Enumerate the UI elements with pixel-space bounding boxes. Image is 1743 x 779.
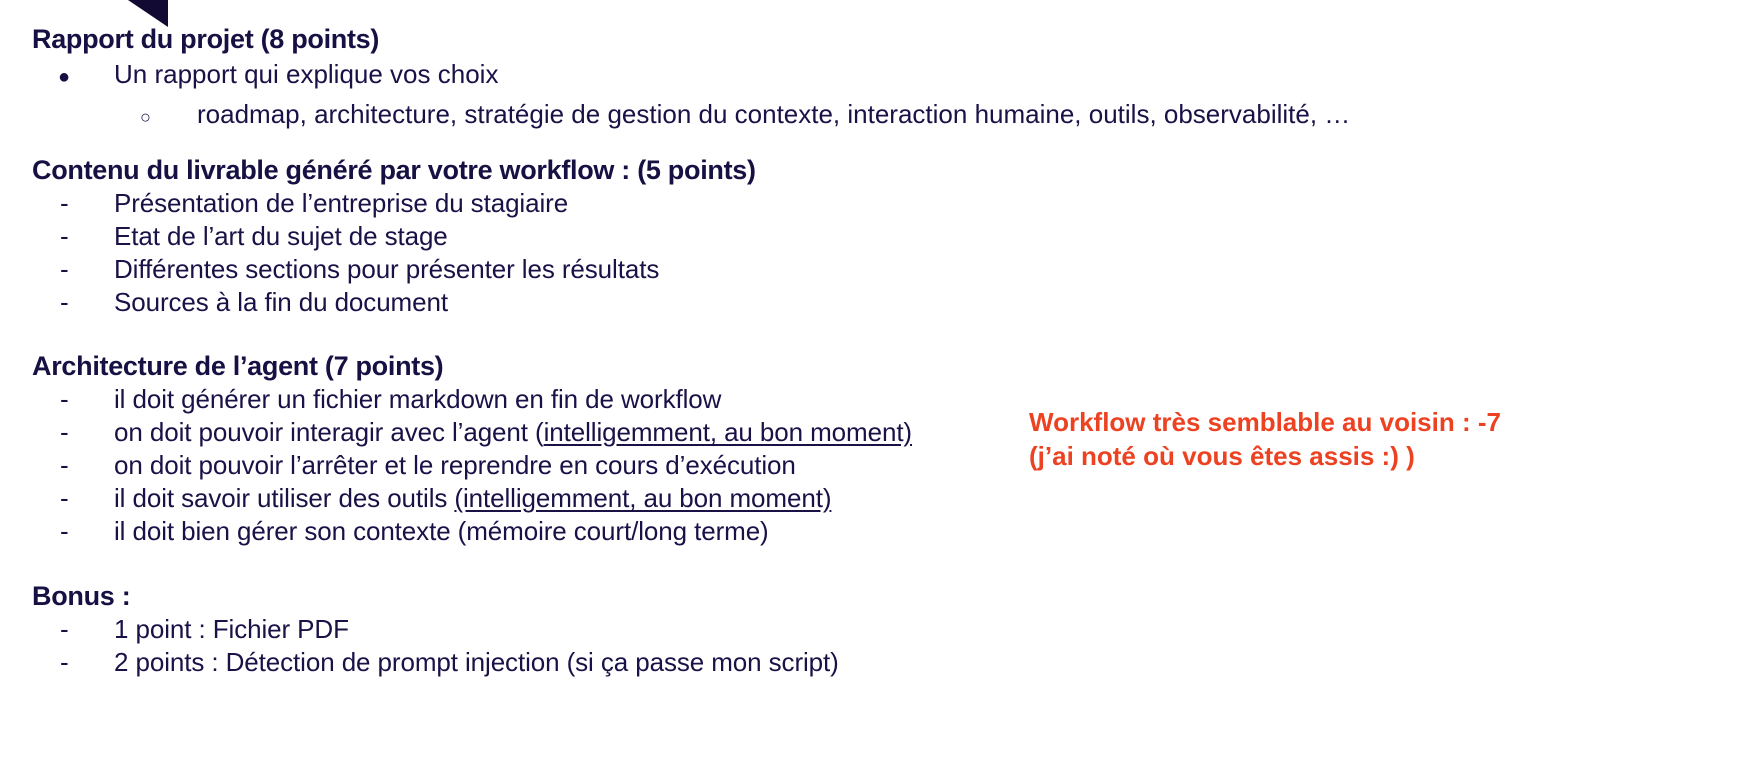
section-heading: Bonus : (32, 581, 131, 611)
list-item-label: on doit pouvoir l’arrêter et le reprendr… (114, 450, 796, 480)
list-item-label: il doit générer un fichier markdown en f… (114, 384, 722, 414)
bullet-disc-icon: ● (58, 66, 71, 88)
list-item: ● Un rapport qui explique vos choix (32, 56, 1350, 96)
section-heading: Architecture de l’agent (7 points) (32, 351, 444, 381)
list-item: - Présentation de l’entreprise du stagia… (32, 187, 756, 220)
section-bonus: Bonus : - 1 point : Fichier PDF - 2 poin… (32, 579, 839, 679)
section-contenu-du-livrable: Contenu du livrable généré par votre wor… (32, 153, 756, 319)
list-item: - il doit bien gérer son contexte (mémoi… (32, 515, 912, 548)
dash-marker-icon: - (60, 384, 69, 414)
list-item-text-plain: il doit savoir utiliser des outils (114, 483, 455, 513)
grading-annotation: Workflow très semblable au voisin : -7 (… (1029, 405, 1589, 473)
list-item: - Etat de l’art du sujet de stage (32, 220, 756, 253)
list-item-label: Un rapport qui explique vos choix (114, 59, 499, 89)
bullet-circle-icon: ○ (140, 107, 151, 127)
list-item-label: Présentation de l’entreprise du stagiair… (114, 188, 569, 218)
list-item-label: il doit bien gérer son contexte (mémoire… (114, 516, 769, 546)
list-item-label: on doit pouvoir interagir avec l’agent (… (114, 416, 912, 449)
dash-list: - il doit générer un fichier markdown en… (32, 383, 912, 548)
list-item: ○ roadmap, architecture, stratégie de ge… (32, 96, 1350, 136)
dash-marker-icon: - (60, 614, 69, 644)
section-heading: Contenu du livrable généré par votre wor… (32, 155, 756, 185)
dash-marker-icon: - (60, 516, 69, 546)
bullet-list: ● Un rapport qui explique vos choix ○ ro… (32, 56, 1350, 136)
list-item: - Différentes sections pour présenter le… (32, 253, 756, 286)
list-item: - 2 points : Détection de prompt injecti… (32, 646, 839, 679)
list-item-label: Etat de l’art du sujet de stage (114, 221, 448, 251)
dash-marker-icon: - (60, 483, 69, 513)
list-item-text-plain: on doit pouvoir interagir avec l’agent ( (114, 417, 544, 447)
dash-list: - Présentation de l’entreprise du stagia… (32, 187, 756, 319)
dash-marker-icon: - (60, 254, 69, 284)
annotation-line: Workflow très semblable au voisin : -7 (1029, 407, 1501, 437)
list-item: - il doit savoir utiliser des outils (in… (32, 482, 912, 515)
list-item-label: Sources à la fin du document (114, 287, 448, 317)
corner-triangle-decoration (128, 0, 168, 27)
dash-marker-icon: - (60, 221, 69, 251)
list-item-label: Différentes sections pour présenter les … (114, 254, 660, 284)
list-item-label: roadmap, architecture, stratégie de gest… (197, 99, 1351, 129)
dash-marker-icon: - (60, 450, 69, 480)
list-item: - il doit générer un fichier markdown en… (32, 383, 912, 416)
section-heading: Rapport du projet (8 points) (32, 24, 380, 54)
list-item-label: il doit savoir utiliser des outils (inte… (114, 482, 831, 515)
list-item: - on doit pouvoir l’arrêter et le repren… (32, 449, 912, 482)
list-item-text-underlined: (intelligemment, au bon moment) (454, 483, 832, 513)
dash-marker-icon: - (60, 417, 69, 447)
list-item-label: 2 points : Détection de prompt injection… (114, 647, 839, 677)
dash-list: - 1 point : Fichier PDF - 2 points : Dét… (32, 613, 839, 679)
dash-marker-icon: - (60, 188, 69, 218)
list-item: - 1 point : Fichier PDF (32, 613, 839, 646)
list-item: - on doit pouvoir interagir avec l’agent… (32, 416, 912, 449)
list-item: - Sources à la fin du document (32, 286, 756, 319)
list-item-text-underlined: intelligemment, au bon moment) (543, 417, 913, 447)
dash-marker-icon: - (60, 287, 69, 317)
section-rapport-du-projet: Rapport du projet (8 points) ● Un rappor… (32, 22, 1350, 136)
dash-marker-icon: - (60, 647, 69, 677)
list-item-label: 1 point : Fichier PDF (114, 614, 349, 644)
annotation-line: (j’ai noté où vous êtes assis :) ) (1029, 441, 1415, 471)
section-architecture-de-l-agent: Architecture de l’agent (7 points) - il … (32, 349, 912, 548)
